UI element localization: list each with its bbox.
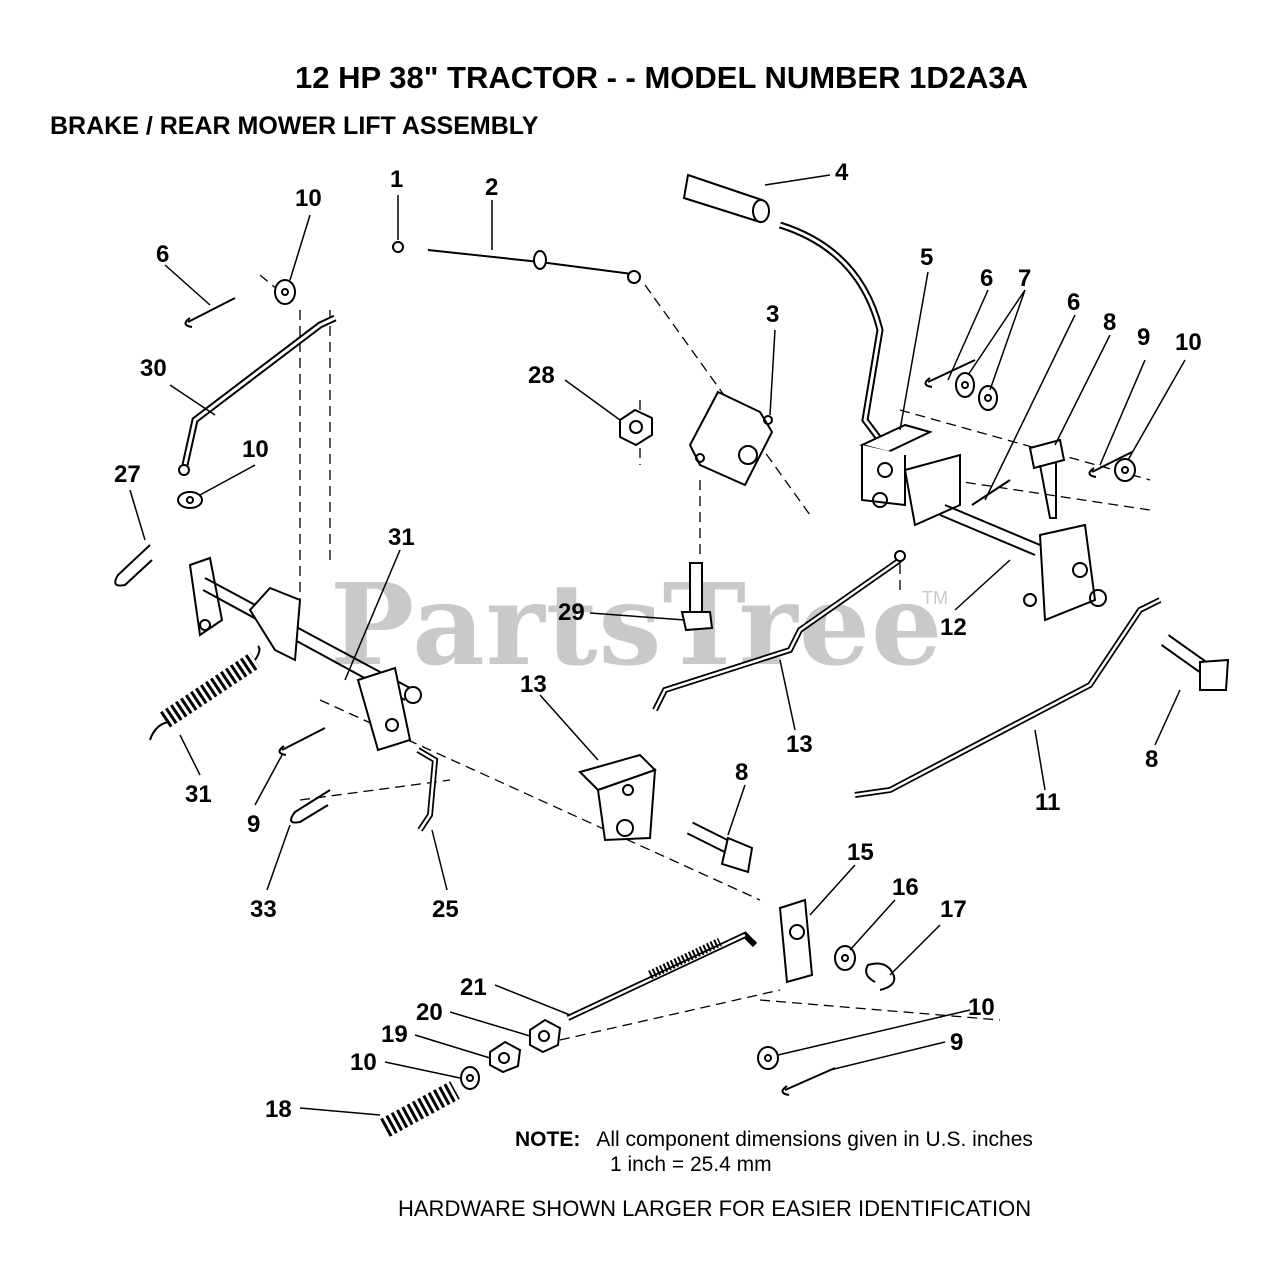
callout-6: 6 — [1067, 289, 1080, 316]
callout-10: 10 — [295, 185, 322, 212]
callout-10: 10 — [242, 436, 269, 463]
part-3-bracket — [688, 390, 774, 487]
callout-6: 6 — [980, 265, 993, 292]
watermark-trademark: TM — [922, 588, 948, 608]
callout-6: 6 — [156, 241, 169, 268]
part-29-bolt — [680, 562, 714, 632]
part-33-hairpin — [290, 789, 331, 824]
part-27-link — [416, 747, 439, 832]
callout-13: 13 — [786, 731, 813, 758]
callout-32: 30 — [140, 355, 167, 382]
callout-11: 11 — [1035, 789, 1060, 816]
part-8-bolt — [1028, 438, 1066, 519]
part-8-bolt — [1160, 634, 1230, 691]
callout-4: 4 — [835, 159, 849, 186]
part-17-clip — [865, 962, 896, 991]
callout-10: 10 — [350, 1049, 377, 1076]
diagram-title: 12 HP 38" TRACTOR - - MODEL NUMBER 1D2A3… — [295, 60, 1028, 95]
callout-18: 18 — [265, 1096, 292, 1123]
part-9-cotter-pin — [781, 1067, 836, 1096]
part-32-rod — [178, 314, 337, 476]
part-10-washer — [1114, 458, 1136, 482]
assembly-guide-lines — [259, 274, 1151, 1041]
callout-17: 17 — [940, 896, 967, 923]
callout-8: 8 — [1103, 309, 1116, 336]
callout-12: 12 — [940, 614, 967, 641]
callout-25: 27 — [114, 461, 141, 488]
callout-33: 33 — [250, 896, 277, 923]
note-label: NOTE: — [515, 1128, 581, 1151]
callout-9: 9 — [247, 811, 260, 838]
part-30-nut — [619, 408, 653, 447]
part-10-washer — [177, 491, 203, 509]
callout-8: 8 — [735, 759, 748, 786]
part-13-rod — [652, 550, 906, 712]
part-25-hairpin — [114, 544, 153, 587]
part-10-washer — [274, 279, 296, 305]
part-1-pin — [392, 241, 404, 253]
note: NOTE: All component dimensions given in U… — [515, 1128, 1033, 1152]
part-11-rod — [854, 597, 1162, 798]
leader-lines — [129, 174, 1186, 1116]
callout-10: 10 — [1175, 329, 1202, 356]
hardware-footer-note: HARDWARE SHOWN LARGER FOR EASIER IDENTIF… — [398, 1196, 1032, 1221]
callout-2: 2 — [485, 174, 498, 201]
part-15-plate — [778, 898, 814, 984]
callout-21: 21 — [460, 974, 487, 1001]
callout-9: 9 — [950, 1029, 963, 1056]
part-6-cotter-pin — [184, 297, 236, 328]
part-31-spring — [149, 645, 261, 741]
callout-9: 9 — [1137, 324, 1150, 351]
part-28-lift-shaft — [188, 556, 422, 752]
part-10-washer — [460, 1066, 480, 1090]
part-19-nut — [489, 1040, 522, 1074]
part-9-cotter-pin — [278, 727, 326, 756]
part-10-washer — [757, 1046, 779, 1070]
part-6-cotter-pin — [971, 479, 1011, 506]
callout-5: 5 — [920, 244, 933, 271]
part-9-cotter-pin — [1088, 451, 1133, 478]
callout-27: 25 — [432, 896, 459, 923]
watermark: PartsTree — [330, 560, 944, 691]
callout-31: 31 — [185, 781, 212, 808]
callout-1: 1 — [390, 166, 403, 193]
note-line-2: 1 inch = 25.4 mm — [610, 1153, 772, 1176]
callout-19: 19 — [381, 1021, 408, 1048]
callout-16: 16 — [892, 874, 919, 901]
note-line-1: All component dimensions given in U.S. i… — [596, 1128, 1033, 1151]
part-7-washer — [978, 385, 998, 411]
callout-28: 31 — [388, 524, 415, 551]
callout-30: 28 — [528, 362, 555, 389]
part-8-bolt — [686, 821, 754, 874]
part-21-threaded-rod — [566, 931, 758, 1021]
diagram-subtitle: BRAKE / REAR MOWER LIFT ASSEMBLY — [50, 112, 539, 140]
callout-14: 13 — [520, 671, 547, 698]
part-4-handle-grip — [682, 173, 770, 224]
part-18-spring — [380, 1081, 460, 1137]
callout-10: 10 — [968, 994, 995, 1021]
callout-15: 15 — [847, 839, 874, 866]
callout-8: 8 — [1145, 746, 1158, 773]
callout-7: 7 — [1018, 265, 1031, 292]
part-14-bracket — [578, 753, 657, 842]
callout-29: 29 — [558, 599, 585, 626]
part-7-washer — [955, 372, 975, 398]
callout-20: 20 — [416, 999, 443, 1026]
part-2-rod — [427, 249, 641, 284]
part-20-nut — [529, 1018, 562, 1054]
part-12-lift-shaft — [903, 453, 1107, 622]
part-5-lift-lever — [778, 221, 933, 508]
callout-3: 3 — [766, 301, 779, 328]
part-16-washer — [834, 945, 856, 971]
